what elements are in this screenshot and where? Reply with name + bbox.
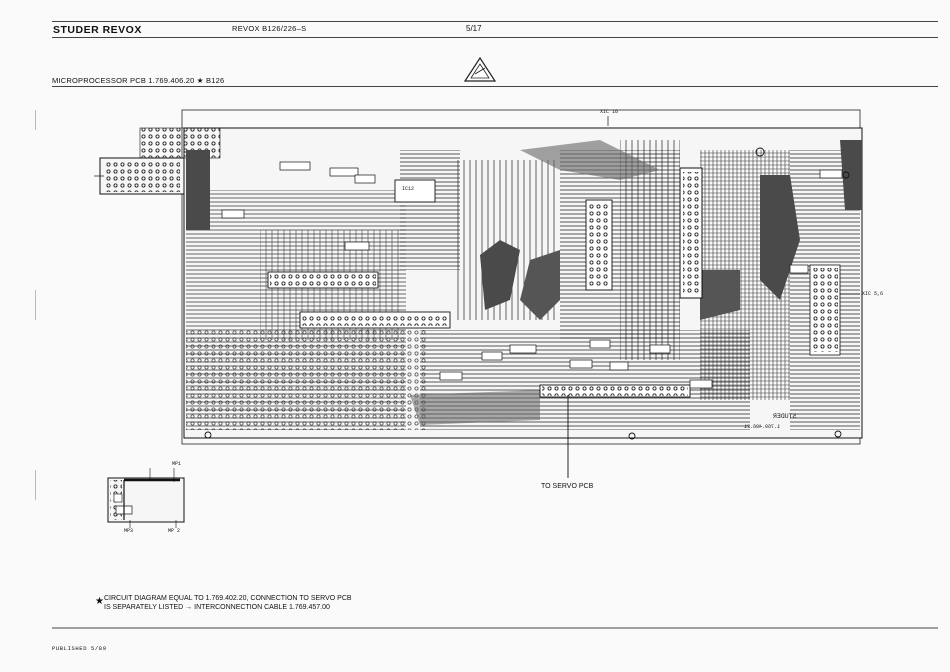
mp3-label: MP3 <box>124 528 133 534</box>
to-servo-pcb-label: TO SERVO PCB <box>541 483 593 490</box>
mounting-point-detail <box>108 468 184 528</box>
studer-mirrored-logo: STUDER <box>773 413 796 420</box>
star-icon: ★ <box>95 596 104 607</box>
xic56-label: XIC 5,6 <box>862 291 883 297</box>
note-line-2: IS SEPARATELY LISTED → INTERCONNECTION C… <box>104 603 352 612</box>
xic16-label: XIC 16 <box>600 109 618 115</box>
published-date: PUBLISHED 5/89 <box>52 645 107 652</box>
mp1-label: MP1 <box>172 461 181 467</box>
ic12-label: IC12 <box>402 186 414 192</box>
circuit-note: CIRCUIT DIAGRAM EQUAL TO 1.769.402.20, C… <box>104 594 352 612</box>
esd-warning-icon <box>465 58 495 81</box>
note-line-1: CIRCUIT DIAGRAM EQUAL TO 1.769.402.20, C… <box>104 594 352 603</box>
mp2-label: MP 2 <box>168 528 180 534</box>
pcb-number-mirrored: 1.769.406.21 <box>744 424 780 430</box>
pcb-board <box>100 128 862 439</box>
